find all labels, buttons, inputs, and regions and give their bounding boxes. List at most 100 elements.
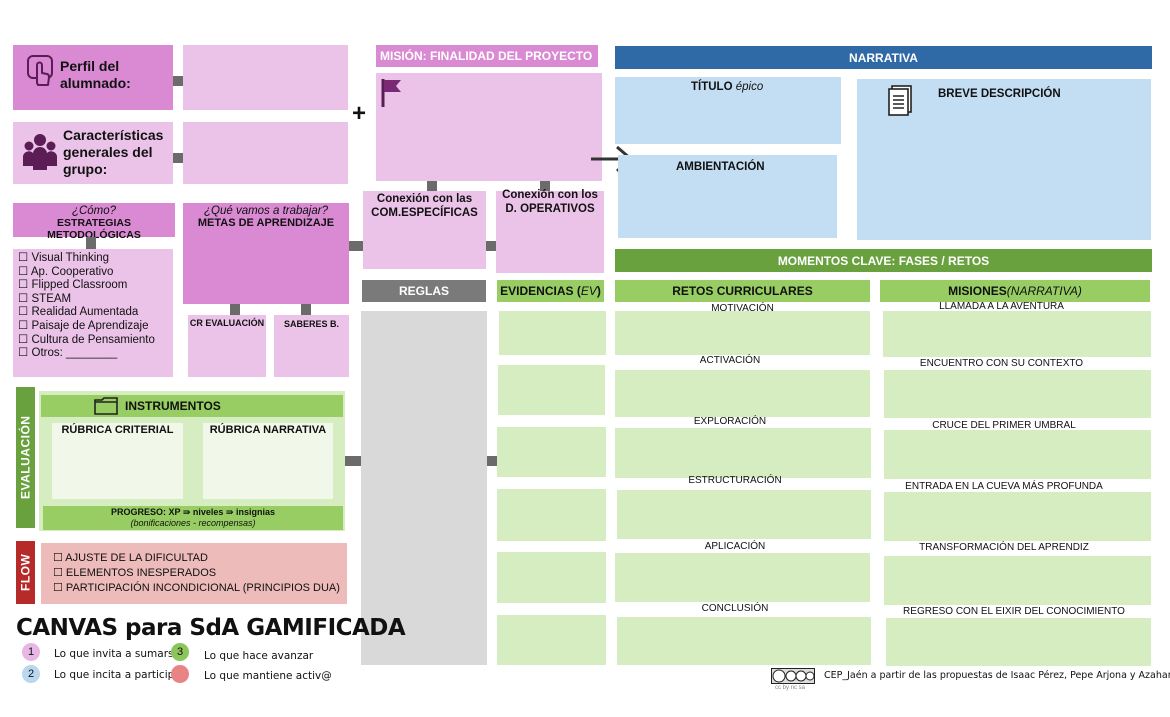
- perfil-label-2: alumnado:: [60, 75, 131, 91]
- conexion-do-label-1: Conexión con los: [502, 189, 598, 201]
- caracteristicas-label-1: Características: [63, 127, 164, 143]
- breve-descripcion-label: BREVE DESCRIPCIÓN: [938, 88, 1061, 100]
- evidencia-box[interactable]: [497, 427, 606, 477]
- ambientacion-box[interactable]: AMBIENTACIÓN: [618, 155, 837, 238]
- estrategia-item[interactable]: ☐ Visual Thinking: [18, 252, 110, 264]
- flow-item[interactable]: ☐ AJUSTE DE LA DIFICULTAD: [53, 552, 208, 564]
- saberes-label: SABERES B.: [283, 319, 339, 329]
- touch-icon: [27, 55, 53, 86]
- progreso-sub-label: (bonificaciones - recompensas): [130, 518, 256, 528]
- evaluacion-side-label: EVALUACIÓN: [16, 387, 35, 528]
- caracteristicas-input[interactable]: [183, 122, 348, 184]
- mision-box[interactable]: [886, 618, 1151, 666]
- estrategia-item[interactable]: ☐ Cultura de Pensamiento: [18, 333, 155, 346]
- legend-marker-3: 3: [171, 643, 189, 661]
- mision-stage-label: LLAMADA A LA AVENTURA: [939, 301, 1064, 312]
- conexion-ce-box[interactable]: Conexión con las COM.ESPECÍFICAS: [363, 191, 486, 269]
- instrumentos-header: INSTRUMENTOS: [41, 395, 343, 417]
- evidencias-prefix: EVIDENCIAS (: [500, 284, 581, 298]
- conexion-do-box[interactable]: Conexión con los D. OPERATIVOS: [496, 189, 604, 273]
- legend-marker-1: 1: [22, 643, 40, 661]
- evidencia-box[interactable]: [497, 489, 606, 541]
- estrategia-item[interactable]: ☐ Paisaje de Aprendizaje: [18, 319, 149, 332]
- metas-title: METAS DE APRENDIZAJE: [197, 217, 335, 229]
- mision-box[interactable]: [884, 430, 1151, 479]
- instrumentos-label: INSTRUMENTOS: [125, 399, 221, 413]
- reto-stage-label: ACTIVACIÓN: [699, 355, 761, 366]
- document-icon: [888, 85, 912, 116]
- mision-stage-label: ENCUENTRO CON SU CONTEXTO: [919, 358, 1084, 369]
- mision-header: MISIÓN: FINALIDAD DEL PROYECTO: [376, 45, 598, 67]
- estrategias-title: ESTRATEGIAS METODOLÓGICAS: [47, 217, 141, 241]
- saberes-box[interactable]: SABERES B.: [274, 315, 349, 377]
- evidencia-box[interactable]: [497, 552, 606, 603]
- evidencias-header: EVIDENCIAS (EV): [497, 280, 604, 302]
- caracteristicas-label-2: generales del: [63, 144, 153, 160]
- group-icon: [23, 134, 57, 170]
- titulo-box[interactable]: TÍTULO épico: [615, 77, 841, 144]
- perfil-input[interactable]: [183, 45, 348, 110]
- rubrica-criterial-box[interactable]: RÚBRICA CRITERIAL: [52, 423, 183, 499]
- reto-box[interactable]: [615, 370, 870, 417]
- titulo-italic: épico: [735, 81, 764, 93]
- reto-box[interactable]: [615, 428, 871, 478]
- reto-stage-label: ESTRUCTURACIÓN: [688, 475, 782, 486]
- evidencia-box[interactable]: [497, 615, 606, 665]
- evidencia-box[interactable]: [498, 365, 605, 415]
- estrategia-item[interactable]: ☐ Ap. Cooperativo: [18, 265, 114, 278]
- estrategia-item[interactable]: ☐ Flipped Classroom: [18, 279, 128, 292]
- cr-evaluacion-box[interactable]: CR EVALUACIÓN: [188, 315, 266, 377]
- legend-text-1: Lo que invita a sumarse: [54, 648, 180, 660]
- progreso-label: PROGRESO: XP ⇛ niveles ⇛ insignias: [111, 507, 275, 517]
- retos-header: RETOS CURRICULARES: [615, 280, 870, 302]
- estrategia-item[interactable]: ☐ Realidad Aumentada: [18, 306, 139, 319]
- misiones-header: MISIONES (NARRATIVA): [880, 280, 1150, 302]
- titulo-label: TÍTULO: [691, 81, 736, 93]
- caracteristicas-label-3: grupo:: [63, 161, 108, 177]
- reglas-box[interactable]: [361, 311, 487, 665]
- ambientacion-label: AMBIENTACIÓN: [676, 161, 765, 173]
- reto-stage-label: CONCLUSIÓN: [701, 603, 769, 614]
- license-label: cc by nc sa: [775, 685, 806, 691]
- reto-box[interactable]: [615, 553, 870, 602]
- evidencia-box[interactable]: [499, 311, 606, 355]
- reto-box[interactable]: [617, 617, 871, 665]
- mision-box[interactable]: [884, 492, 1151, 541]
- estrategia-item[interactable]: ☐ STEAM: [18, 292, 72, 305]
- reto-stage-label: MOTIVACIÓN: [711, 303, 774, 314]
- mision-box[interactable]: [884, 556, 1151, 605]
- cr-evaluacion-label: CR EVALUACIÓN: [189, 318, 265, 328]
- mision-stage-label: REGRESO CON EL EIXIR DEL CONOCIMIENTO: [903, 606, 1125, 617]
- reglas-header: REGLAS: [362, 280, 486, 302]
- legend-marker-4: [171, 665, 189, 683]
- progreso-bar: PROGRESO: XP ⇛ niveles ⇛ insignias (boni…: [43, 506, 343, 530]
- evidencias-italic: EV: [580, 284, 597, 298]
- credits-text: CEP_Jaén a partir de las propuestas de I…: [824, 670, 1170, 681]
- breve-descripcion-box[interactable]: BREVE DESCRIPCIÓN: [857, 79, 1151, 240]
- conexion-ce-label-2: COM.ESPECÍFICAS: [371, 207, 478, 219]
- estrategias-header: ¿Cómo? ESTRATEGIAS METODOLÓGICAS: [13, 203, 175, 241]
- mision-box[interactable]: [883, 311, 1151, 357]
- reto-stage-label: EXPLORACIÓN: [693, 416, 767, 427]
- rubrica-narrativa-box[interactable]: RÚBRICA NARRATIVA: [203, 423, 333, 499]
- legend-text-3: Lo que hace avanzar: [204, 650, 314, 662]
- caracteristicas-box: Características generales del grupo:: [13, 122, 173, 184]
- mision-stage-label: TRANSFORMACIÓN DEL APRENDIZ: [919, 542, 1089, 553]
- momentos-header: MOMENTOS CLAVE: FASES / RETOS: [615, 249, 1152, 272]
- mision-box[interactable]: [376, 73, 602, 181]
- flow-item[interactable]: ☐ ELEMENTOS INESPERADOS: [53, 567, 217, 579]
- metas-box[interactable]: ¿Qué vamos a trabajar? METAS DE APRENDIZ…: [183, 203, 349, 304]
- folder-icon: [94, 397, 118, 415]
- conexion-do-label-2: D. OPERATIVOS: [505, 203, 595, 215]
- reto-box[interactable]: [615, 311, 870, 355]
- legend-text-4: Lo que mantiene activ@: [204, 670, 332, 682]
- estrategias-question: ¿Cómo?: [71, 205, 117, 217]
- estrategia-item[interactable]: ☐ Otros: ________: [18, 347, 118, 360]
- rubrica-criterial-label: RÚBRICA CRITERIAL: [61, 424, 174, 436]
- flow-item[interactable]: ☐ PARTICIPACIÓN INCONDICIONAL (PRINCIPIO…: [53, 582, 340, 594]
- mision-box[interactable]: [884, 370, 1151, 418]
- perfil-label-1: Perfil del: [60, 58, 120, 74]
- mision-stage-label: ENTRADA EN LA CUEVA MÁS PROFUNDA: [905, 481, 1103, 492]
- flow-side-label: FLOW: [16, 541, 35, 604]
- reto-box[interactable]: [617, 490, 871, 539]
